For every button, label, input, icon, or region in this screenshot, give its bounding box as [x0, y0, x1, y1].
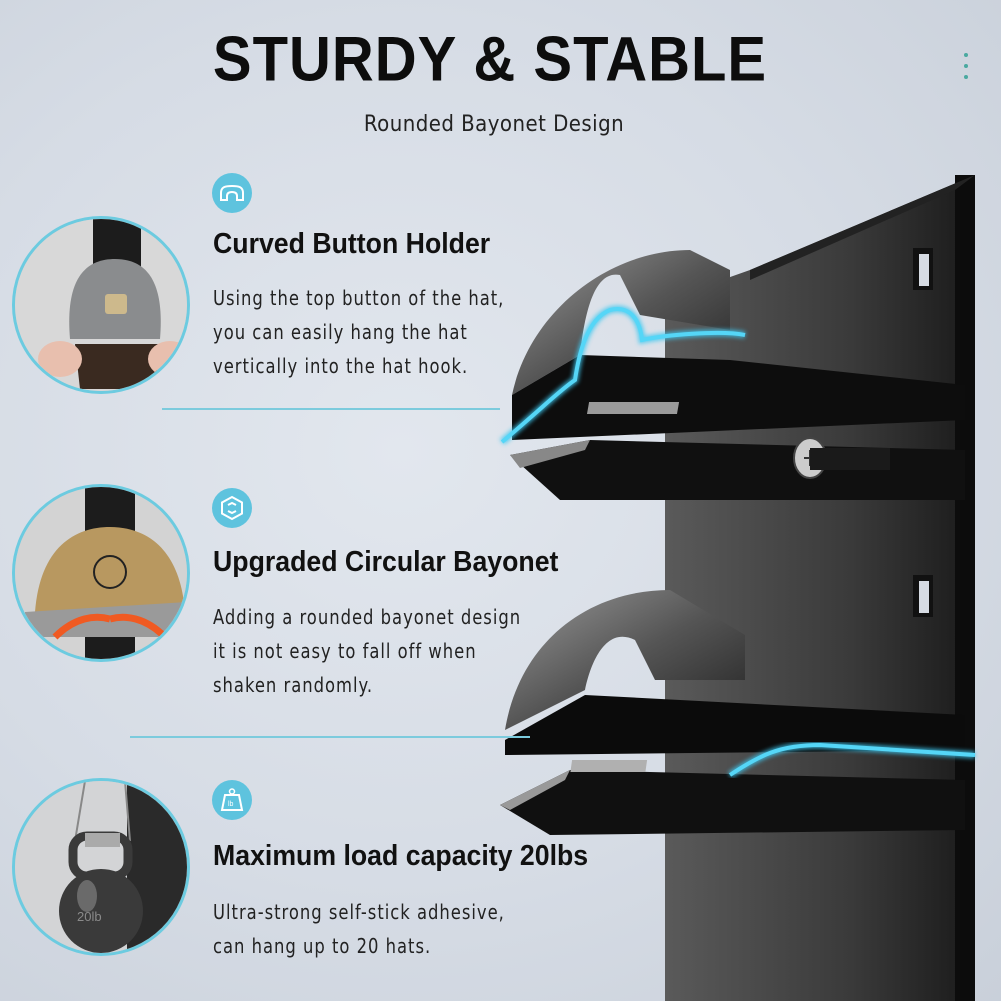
curved-hook-icon	[212, 173, 252, 213]
hat-rack-illustration	[499, 175, 976, 1001]
svg-text:20lb: 20lb	[77, 909, 102, 924]
photo-gray-cap	[12, 216, 190, 394]
leader-line-1	[162, 408, 500, 410]
vertical-ellipsis-icon[interactable]	[961, 53, 971, 93]
page-subtitle: Rounded Bayonet Design	[363, 112, 625, 137]
feature-title-curved-button-holder: Curved Button Holder	[213, 228, 491, 260]
svg-text:lb: lb	[228, 801, 234, 808]
weight-lb-icon: lb	[212, 780, 252, 820]
feature-title-maximum-load-capacity: Maximum load capacity 20lbs	[213, 840, 589, 872]
feature-desc-maximum-load-capacity: Ultra-strong self-stick adhesive, can ha…	[213, 900, 505, 958]
feature-desc-upgraded-circular-bayonet: Adding a rounded bayonet design it is no…	[213, 605, 522, 697]
photo-tan-cap	[12, 484, 190, 662]
feature-title-upgraded-circular-bayonet: Upgraded Circular Bayonet	[213, 546, 559, 578]
hexagon-bayonet-icon	[212, 488, 252, 528]
feature-desc-curved-button-holder: Using the top button of the hat, you can…	[213, 286, 505, 378]
page-title: STURDY & STABLE	[212, 24, 768, 95]
leader-line-2	[130, 736, 530, 738]
photo-kettlebell: 20lb	[12, 778, 190, 956]
